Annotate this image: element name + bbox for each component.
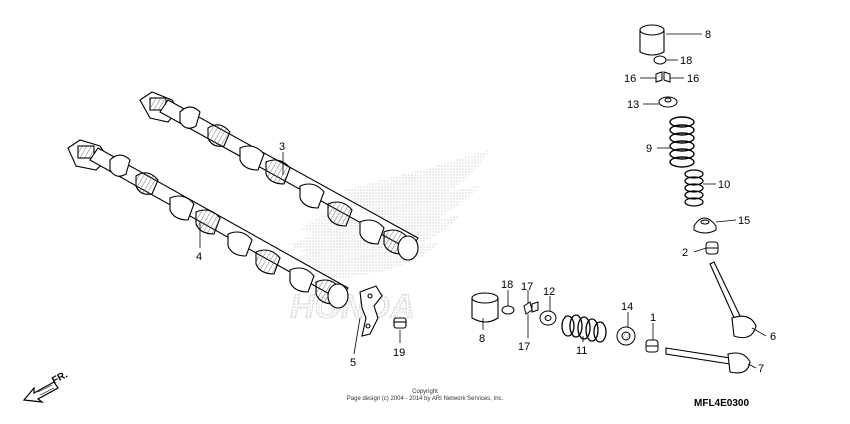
callout-5: 5 bbox=[350, 357, 356, 369]
callout-15: 15 bbox=[738, 215, 750, 227]
callout-2: 2 bbox=[682, 247, 688, 259]
valve-lifter-8-top bbox=[639, 24, 665, 56]
copyright-line: Page design (c) 2004 - 2014 by ARI Netwo… bbox=[347, 396, 504, 402]
callout-4: 4 bbox=[196, 251, 202, 263]
callout-8-bottom: 8 bbox=[479, 333, 485, 345]
intake-valve-6 bbox=[709, 261, 757, 339]
callout-18-bottom: 18 bbox=[501, 279, 513, 291]
callouts: 3 4 5 19 8 18 17 17 12 11 14 1 6 7 8 18 … bbox=[196, 29, 776, 375]
outer-valve-spring-9 bbox=[669, 116, 695, 168]
spring-retainer-13 bbox=[658, 96, 678, 108]
callout-19: 19 bbox=[393, 347, 405, 359]
callout-9: 9 bbox=[646, 143, 652, 155]
callout-7: 7 bbox=[758, 363, 764, 375]
callout-1: 1 bbox=[650, 312, 656, 324]
leader-lines bbox=[199, 33, 767, 369]
inner-valve-spring-10 bbox=[684, 169, 704, 207]
spring-seat-15 bbox=[693, 217, 717, 234]
cotters-16 bbox=[655, 71, 671, 83]
cotter-17-bottom bbox=[523, 301, 539, 315]
shim-18-top bbox=[653, 55, 667, 65]
outer-valve-spring-11 bbox=[561, 314, 607, 343]
fr-arrow-icon bbox=[22, 381, 59, 403]
callout-17-bottom: 17 bbox=[518, 341, 530, 353]
stem-seal-1 bbox=[645, 339, 659, 353]
callout-8-top: 8 bbox=[705, 29, 711, 41]
spring-retainer-12 bbox=[539, 310, 557, 326]
callout-14: 14 bbox=[621, 301, 633, 313]
shim-18-bottom bbox=[501, 305, 515, 315]
callout-10: 10 bbox=[718, 179, 730, 191]
diagram-code: MFL4E0300 bbox=[694, 398, 749, 409]
copyright-title: Copyright bbox=[412, 389, 438, 395]
callout-17-top: 17 bbox=[521, 281, 533, 293]
bolt-19 bbox=[393, 317, 407, 329]
spring-seat-14 bbox=[616, 326, 636, 346]
callout-18-top: 18 bbox=[680, 55, 692, 67]
camshaft-intake bbox=[67, 139, 349, 309]
valve-lifter-8-bottom bbox=[471, 292, 499, 323]
callout-11: 11 bbox=[576, 345, 587, 357]
callout-16-left: 16 bbox=[624, 73, 636, 85]
stem-seal-2 bbox=[705, 241, 719, 255]
callout-3: 3 bbox=[279, 141, 285, 153]
callout-16-right: 16 bbox=[687, 73, 699, 85]
cam-chain-guide-bracket bbox=[359, 285, 383, 337]
camshaft-exhaust bbox=[139, 91, 419, 261]
callout-12: 12 bbox=[543, 286, 555, 298]
exhaust-valve-7 bbox=[665, 347, 751, 374]
callout-13: 13 bbox=[627, 99, 639, 111]
callout-6: 6 bbox=[770, 331, 776, 343]
honda-watermark-text: HONDA bbox=[290, 288, 415, 326]
fr-label: FR. bbox=[50, 369, 70, 386]
front-direction-indicator: FR. bbox=[22, 369, 70, 403]
